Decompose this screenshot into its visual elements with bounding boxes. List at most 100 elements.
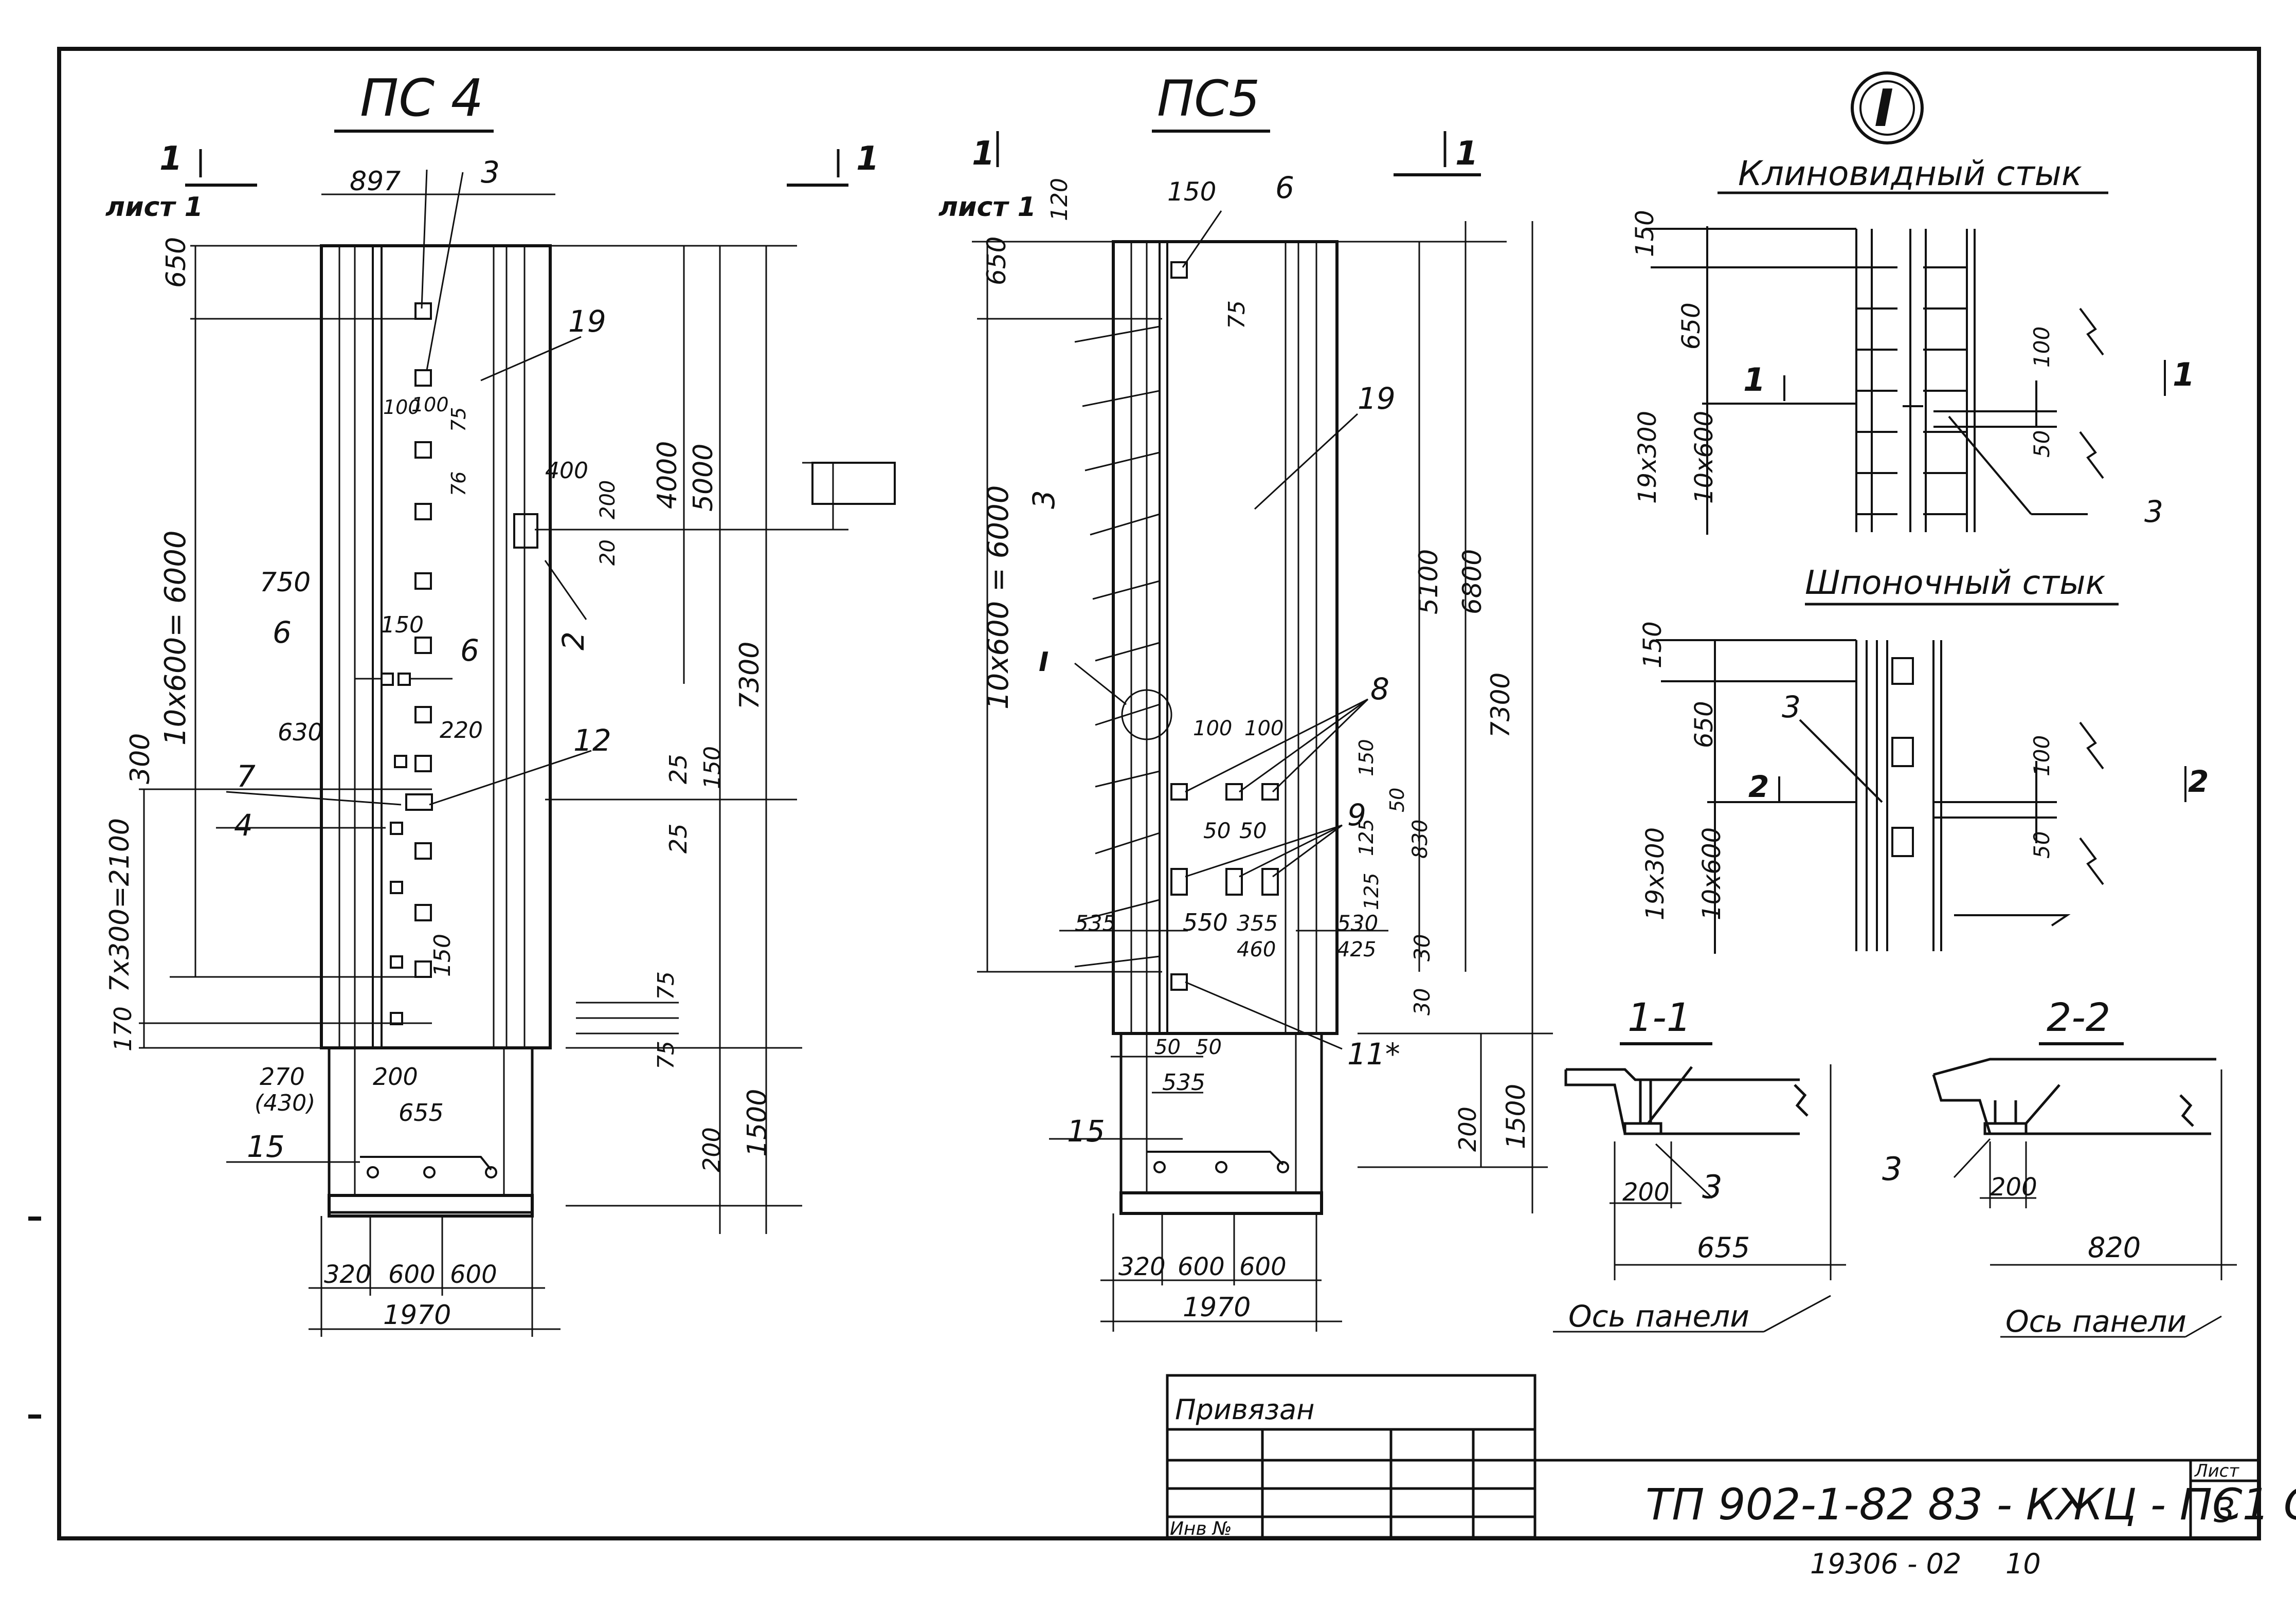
section-1-1: 1-1 200 655 3 Ось панели	[1553, 994, 1846, 1334]
ps4-dim-75: 75	[447, 407, 470, 432]
ps5-dim-550: 550	[1183, 909, 1228, 936]
ps5-mark-15: 15	[1067, 1114, 1105, 1149]
ps4-dim-630: 630	[278, 718, 323, 746]
ps4-dim-150: 150	[381, 612, 424, 638]
ps5-title: ПС5	[1157, 70, 1260, 128]
ps5-dim-1970: 1970	[1183, 1292, 1251, 1323]
ps4-dim-75b: 75	[653, 971, 679, 1000]
sheet-label: Лист	[2194, 1461, 2239, 1481]
ps4-mark-12: 12	[573, 723, 611, 758]
key-dim-100: 100	[2029, 735, 2054, 776]
ps5-dimension-labels: 150 120 650 75 5100 6800 7300 10х600 = 6…	[982, 177, 1531, 1323]
wedge-dim-19x300: 19х300	[1633, 411, 1662, 504]
ps4-dim-150b: 150	[429, 934, 456, 977]
ps4-dim-10x600: 10х600= 6000	[159, 530, 192, 746]
sheet-ref-a: лист 1	[105, 192, 203, 223]
ps5-dim-830: 830	[1408, 820, 1432, 859]
ps4-dim-20: 20	[596, 539, 620, 566]
ps5-dim-100a: 100	[1193, 717, 1232, 740]
ps4-dim-1500: 1500	[742, 1089, 773, 1157]
ps5-dim-50d: 50	[1196, 1036, 1222, 1059]
ps4-dim-100b: 100	[411, 393, 449, 416]
ps5-dim-50: 50	[1386, 788, 1408, 812]
ps5-dim-125b: 125	[1360, 873, 1383, 910]
section-2-2: 2-2 200 820 3 Ось панели	[1882, 994, 2237, 1339]
panel-ps5: ПС5	[972, 70, 1553, 1332]
node-detail: I Клиновидный стык	[1631, 71, 2209, 954]
ps5-dim-30a: 30	[1409, 934, 1435, 961]
key-dim-150: 150	[1638, 621, 1667, 668]
bottom-number-2: 10	[2005, 1548, 2041, 1580]
ps5-mark-6: 6	[1275, 170, 1294, 205]
ps5-mark-19: 19	[1358, 381, 1396, 416]
section-2-2-mark-3: 3	[1882, 1150, 1902, 1188]
ps4-dim-270: 270	[260, 1063, 305, 1091]
key-joint-title: Шпоночный стык	[1805, 564, 2106, 602]
key-section-mark-b: 2	[2188, 764, 2209, 799]
ps5-dim-150: 150	[1355, 739, 1378, 776]
key-section-mark-a: 2	[1748, 769, 1769, 804]
ps5-dim-1500: 1500	[1501, 1084, 1531, 1149]
sheet-number: 3	[2214, 1491, 2235, 1530]
sheet-frame	[28, 47, 2261, 1540]
wedge-section-mark-b: 1	[2173, 356, 2195, 393]
ps4-mark-15: 15	[247, 1129, 285, 1164]
section-2-2-dim-200: 200	[1990, 1173, 2037, 1202]
ps5-dim-600a: 600	[1178, 1253, 1225, 1281]
ps5-dim-75: 75	[1224, 300, 1250, 329]
wedge-dim-100: 100	[2029, 326, 2054, 368]
ps4-dim-100a: 100	[383, 396, 421, 419]
ps5-dim-50a: 50	[1203, 818, 1231, 843]
section-1-1-dim-200: 200	[1622, 1178, 1670, 1207]
key-dim-650: 650	[1690, 701, 1719, 748]
bottom-number: 19306 - 02	[1810, 1548, 1961, 1580]
ps5-mark-3: 3	[1026, 490, 1061, 509]
wedge-dim-150: 150	[1631, 210, 1659, 257]
key-dim-10x600: 10х600	[1697, 827, 1726, 920]
key-dim-19x300: 19х300	[1641, 827, 1670, 920]
ps5-mark-11: 11*	[1347, 1037, 1400, 1072]
ps4-dim-75c: 75	[653, 1041, 679, 1069]
ps5-dim-600b: 600	[1239, 1253, 1287, 1281]
ps4-dim-600a: 600	[388, 1260, 436, 1289]
node-number: I	[1874, 78, 1893, 138]
section-mark-c: 1	[972, 135, 995, 173]
key-mark-3: 3	[1782, 689, 1801, 724]
panel-ps4: ПС 4	[104, 68, 896, 1337]
ps5-dim-535b: 535	[1162, 1069, 1205, 1096]
ps4-dim-7300: 7300	[734, 642, 765, 710]
ps4-mark-6a: 6	[273, 615, 292, 650]
section-mark-b: 1	[856, 140, 879, 178]
ps4-mark-7: 7	[237, 759, 256, 794]
title-block: Привязан Инв № ТП 902-1-82 83 - КЖЦ - ПС…	[1166, 1374, 2296, 1580]
ps4-mark-4: 4	[234, 808, 253, 843]
wedge-section-mark-a: 1	[1743, 361, 1765, 398]
section-1-1-mark-3: 3	[1702, 1168, 1722, 1206]
ps4-mark-2: 2	[556, 631, 591, 650]
ps4-dim-220: 220	[440, 717, 483, 743]
wedge-dim-650: 650	[1677, 302, 1706, 350]
ps4-title: ПС 4	[360, 68, 483, 128]
ps5-dim-460: 460	[1237, 938, 1276, 961]
wedge-dim-10x600: 10х600	[1690, 411, 1719, 504]
key-dim-50: 50	[2029, 831, 2054, 859]
ps4-mark-19: 19	[568, 304, 606, 339]
ps5-dim-535a: 535	[1075, 911, 1116, 936]
ps4-dim-655: 655	[399, 1099, 444, 1127]
ps4-dim-5000: 5000	[688, 444, 719, 512]
ps4-dim-170: 170	[109, 1006, 137, 1051]
section-markers: 1 лист 1 1 1 лист 1 1	[105, 131, 1481, 223]
ps4-dim-200b: 200	[698, 1127, 726, 1172]
ps4-dim-200: 200	[596, 480, 620, 519]
section-2-2-axis: Ось панели	[2005, 1304, 2186, 1339]
ps4-dim-650: 650	[161, 237, 192, 288]
section-2-2-title: 2-2	[2047, 994, 2110, 1040]
ps5-dim-150: 150	[1167, 177, 1216, 207]
ps4-dim-25b: 25	[664, 823, 692, 854]
ps5-mark-9: 9	[1347, 797, 1366, 832]
ps5-dim-7300: 7300	[1486, 673, 1515, 738]
ps5-dim-50c: 50	[1154, 1036, 1181, 1059]
wedge-joint-title: Клиновидный стык	[1738, 154, 2082, 193]
ps4-dim-25a: 25	[664, 754, 692, 784]
